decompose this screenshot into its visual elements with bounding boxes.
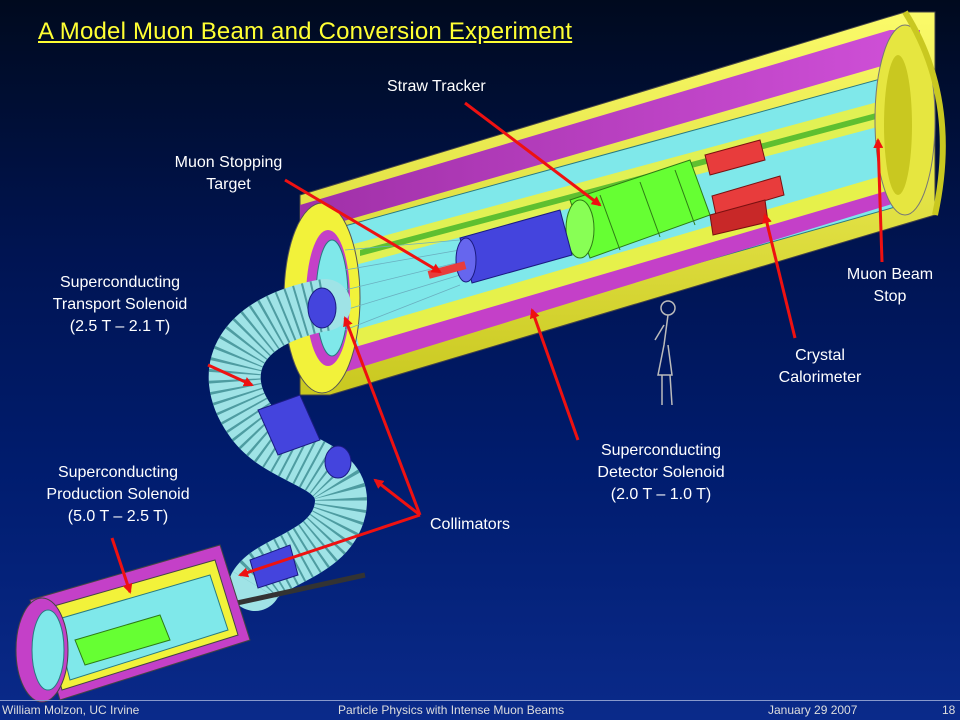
arrow-collimator-3 [238, 513, 421, 578]
footer-author: William Molzon, UC Irvine [2, 703, 140, 717]
stopping-target-region [427, 209, 573, 284]
label-muon-beam-stop: Muon Beam Stop [846, 266, 934, 305]
pointer-arrows [110, 101, 884, 594]
label-production-solenoid: Superconducting Production Solenoid (5.0… [46, 464, 190, 525]
transport-solenoid [204, 279, 367, 613]
scale-figure [654, 300, 676, 406]
label-muon-stopping-target: Muon Stopping Target [174, 154, 283, 193]
label-detector-solenoid: Superconducting Detector Solenoid (2.0 T… [597, 442, 725, 503]
footer-page-number: 18 [942, 703, 956, 717]
footer-talk-title: Particle Physics with Intense Muon Beams [338, 703, 565, 717]
label-straw-tracker: Straw Tracker [387, 78, 486, 95]
arrow-muon-beam-stop [873, 138, 884, 263]
arrow-collimator-1 [343, 316, 422, 516]
slide-title: A Model Muon Beam and Conversion Experim… [38, 18, 573, 45]
arrow-stopping-target [284, 178, 442, 274]
arrow-crystal-calorimeter [762, 213, 797, 339]
footer-date: January 29 2007 [768, 703, 858, 717]
arrow-production-solenoid [110, 537, 133, 594]
arrow-detector-solenoid [529, 308, 580, 441]
footer-divider [0, 700, 960, 701]
label-transport-solenoid: Superconducting Transport Solenoid (2.5 … [52, 274, 188, 335]
label-collimators: Collimators [430, 516, 511, 533]
label-crystal-calorimeter: Crystal Calorimeter [778, 347, 862, 386]
arrow-collimator-2 [373, 478, 421, 517]
arrow-straw-tracker [464, 101, 602, 207]
arrow-transport-solenoid [207, 363, 254, 387]
production-solenoid [15, 544, 251, 703]
